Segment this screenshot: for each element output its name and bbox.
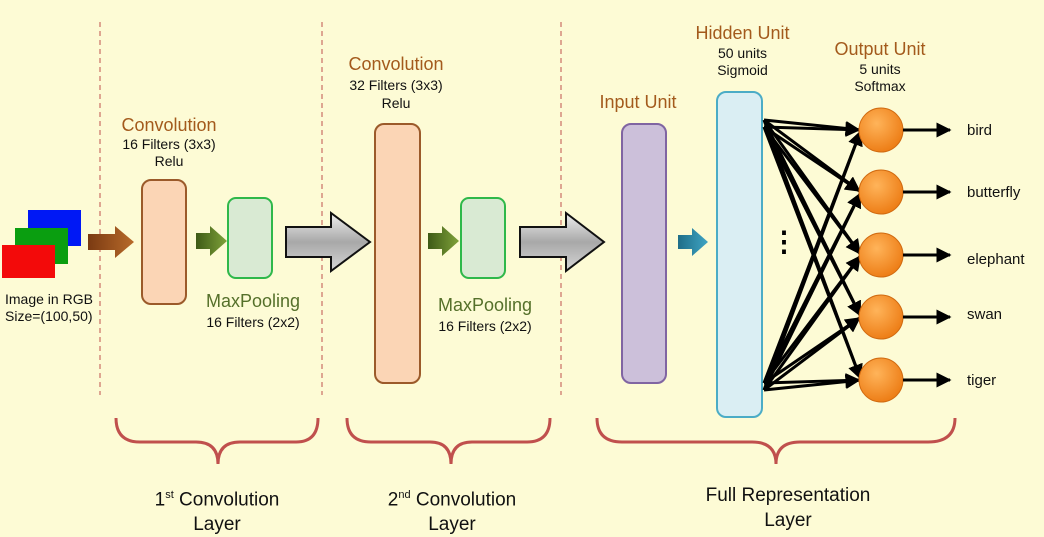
conv1-label: Convolution 16 Filters (3x3) Relu bbox=[104, 116, 234, 168]
arrow-conv2-to-pool2 bbox=[428, 226, 459, 256]
conv2-activation: Relu bbox=[381, 95, 411, 111]
input-unit-block bbox=[621, 123, 667, 384]
class-label-bird: bird bbox=[967, 122, 993, 139]
conv2-filters: 32 Filters (3x3) bbox=[349, 77, 443, 93]
arrow-input-to-conv1 bbox=[88, 226, 134, 258]
second-conv-layer-line1: 2nd Convolution bbox=[387, 489, 517, 511]
red-channel bbox=[2, 245, 55, 278]
class-label-elephant: elephant bbox=[967, 251, 1025, 268]
brace-first-conv bbox=[114, 417, 320, 465]
arrow-input-to-hidden bbox=[678, 228, 708, 256]
conv1-title: Convolution bbox=[121, 115, 217, 135]
full-layer-line1: Full Representation bbox=[705, 485, 871, 506]
pool1-block bbox=[227, 197, 273, 279]
input-unit-label: Input Unit bbox=[578, 93, 698, 111]
hidden-unit-title: Hidden Unit bbox=[695, 23, 790, 43]
connection-to-swan bbox=[762, 126, 862, 317]
output-unit-activation: Softmax bbox=[854, 78, 906, 94]
class-label-butterfly: butterfly bbox=[967, 184, 1021, 201]
pool1-title: MaxPooling bbox=[205, 291, 301, 311]
input-image-line1: Image in RGB bbox=[5, 291, 93, 307]
connection-to-butterfly bbox=[762, 192, 862, 391]
conv2-title: Convolution bbox=[348, 54, 444, 74]
arrow-conv1-to-pool1 bbox=[196, 226, 227, 256]
output-node-butterfly bbox=[858, 169, 904, 215]
output-unit-title: Output Unit bbox=[834, 39, 926, 59]
arrow-pool2-to-input-unit bbox=[519, 210, 606, 274]
first-conv-layer-caption: 1st Convolution Layer bbox=[127, 483, 307, 537]
full-layer-line2: Layer bbox=[764, 510, 812, 531]
brace-full-representation bbox=[595, 417, 957, 465]
output-unit-label: Output Unit 5 units Softmax bbox=[815, 40, 945, 93]
output-node-elephant bbox=[858, 232, 904, 278]
pool1-filters: 16 Filters (2x2) bbox=[206, 314, 300, 330]
hidden-unit-count: 50 units bbox=[717, 45, 768, 61]
output-nodes bbox=[858, 107, 952, 403]
pool2-label: MaxPooling 16 Filters (2x2) bbox=[420, 296, 550, 333]
pool2-filters: 16 Filters (2x2) bbox=[438, 318, 532, 334]
hidden-unit-activation: Sigmoid bbox=[717, 62, 768, 78]
connection-to-bird bbox=[762, 130, 863, 391]
second-conv-layer-line2: Layer bbox=[428, 514, 476, 536]
connection-to-tiger bbox=[762, 126, 863, 380]
conv1-filters: 16 Filters (3x3) bbox=[122, 136, 216, 152]
connection-to-elephant bbox=[762, 255, 862, 391]
full-representation-layer-caption: Full Representation Layer bbox=[678, 483, 898, 533]
hidden-unit-label: Hidden Unit 50 units Sigmoid bbox=[675, 24, 810, 77]
input-unit-title: Input Unit bbox=[599, 92, 677, 112]
first-conv-layer-line1: 1st Convolution bbox=[154, 489, 280, 511]
brace-second-conv bbox=[345, 417, 552, 465]
class-label-swan: swan bbox=[967, 306, 1003, 323]
output-unit-count: 5 units bbox=[859, 61, 901, 77]
connection-to-elephant bbox=[762, 126, 862, 255]
arrow-pool1-to-conv2 bbox=[285, 211, 372, 273]
hidden-ellipsis: ⋮ bbox=[770, 226, 798, 257]
rgb-image-stack bbox=[2, 210, 81, 278]
layer-dividers bbox=[99, 22, 562, 395]
conv2-block bbox=[374, 123, 421, 384]
output-node-tiger bbox=[858, 357, 904, 403]
class-label-tiger: tiger bbox=[967, 372, 997, 389]
pool1-label: MaxPooling 16 Filters (2x2) bbox=[188, 292, 318, 329]
pool2-title: MaxPooling bbox=[437, 295, 533, 315]
pool2-block bbox=[460, 197, 506, 279]
output-node-bird bbox=[858, 107, 904, 153]
input-image-line2: Size=(100,50) bbox=[5, 308, 93, 324]
conv1-activation: Relu bbox=[154, 153, 184, 169]
second-conv-layer-caption: 2nd Convolution Layer bbox=[362, 483, 542, 537]
conv2-label: Convolution 32 Filters (3x3) Relu bbox=[331, 55, 461, 110]
input-image-label: Image in RGB Size=(100,50) bbox=[5, 291, 93, 325]
conv1-block bbox=[141, 179, 187, 305]
hidden-unit-block bbox=[716, 91, 763, 418]
first-conv-layer-line2: Layer bbox=[193, 514, 241, 536]
connection-to-bird bbox=[763, 122, 861, 138]
connection-to-tiger bbox=[763, 374, 861, 392]
output-node-swan bbox=[858, 294, 904, 340]
dense-connections bbox=[762, 118, 863, 392]
connection-to-butterfly bbox=[763, 125, 861, 193]
